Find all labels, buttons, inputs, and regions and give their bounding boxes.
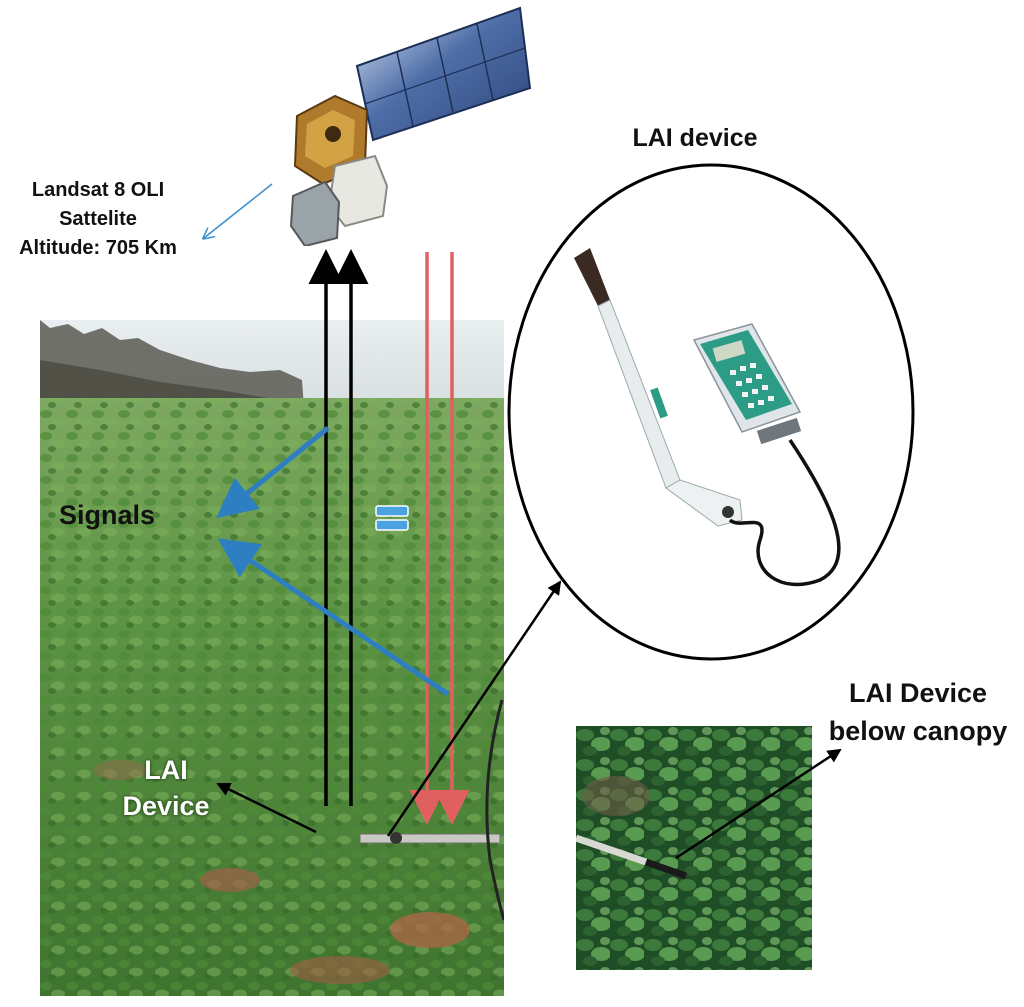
- canopy-photo: [576, 726, 812, 970]
- field-lai-label: LAI Device: [106, 752, 226, 824]
- field-lai-label-line1: LAI: [144, 755, 188, 785]
- device-to-ellipse-arrow: [386, 580, 562, 837]
- satellite-label-line2: Sattelite: [59, 208, 137, 230]
- canopy-photo-graphic: [576, 726, 812, 970]
- canopy-pointer-arrow: [675, 748, 842, 860]
- lai-device-title: LAI device: [632, 124, 758, 152]
- equals-sign-icon: [375, 505, 409, 531]
- field-lai-label-line2: Device: [122, 791, 210, 821]
- signals-label: Signals: [58, 500, 156, 530]
- satellite-pointer-arrow: [204, 183, 273, 238]
- satellite-label-line1: Landsat 8 OLI: [31, 179, 165, 201]
- satellite-label-line3: Altitude: 705 Km: [19, 237, 177, 259]
- device-to-label-arrow: [216, 782, 317, 834]
- signal-arrow-1: [216, 426, 330, 519]
- satellite-icon: [285, 6, 535, 246]
- lai-instrument-icon: [574, 248, 841, 587]
- below-canopy-label: LAI Device below canopy: [818, 674, 1018, 750]
- below-canopy-label-line1: LAI Device: [848, 678, 988, 708]
- lai-device-ellipse: [507, 163, 915, 661]
- below-canopy-label-line2: below canopy: [828, 716, 1008, 746]
- signal-arrow-2: [217, 538, 450, 697]
- satellite-label: Landsat 8 OLI Sattelite Altitude: 705 Km: [0, 176, 196, 263]
